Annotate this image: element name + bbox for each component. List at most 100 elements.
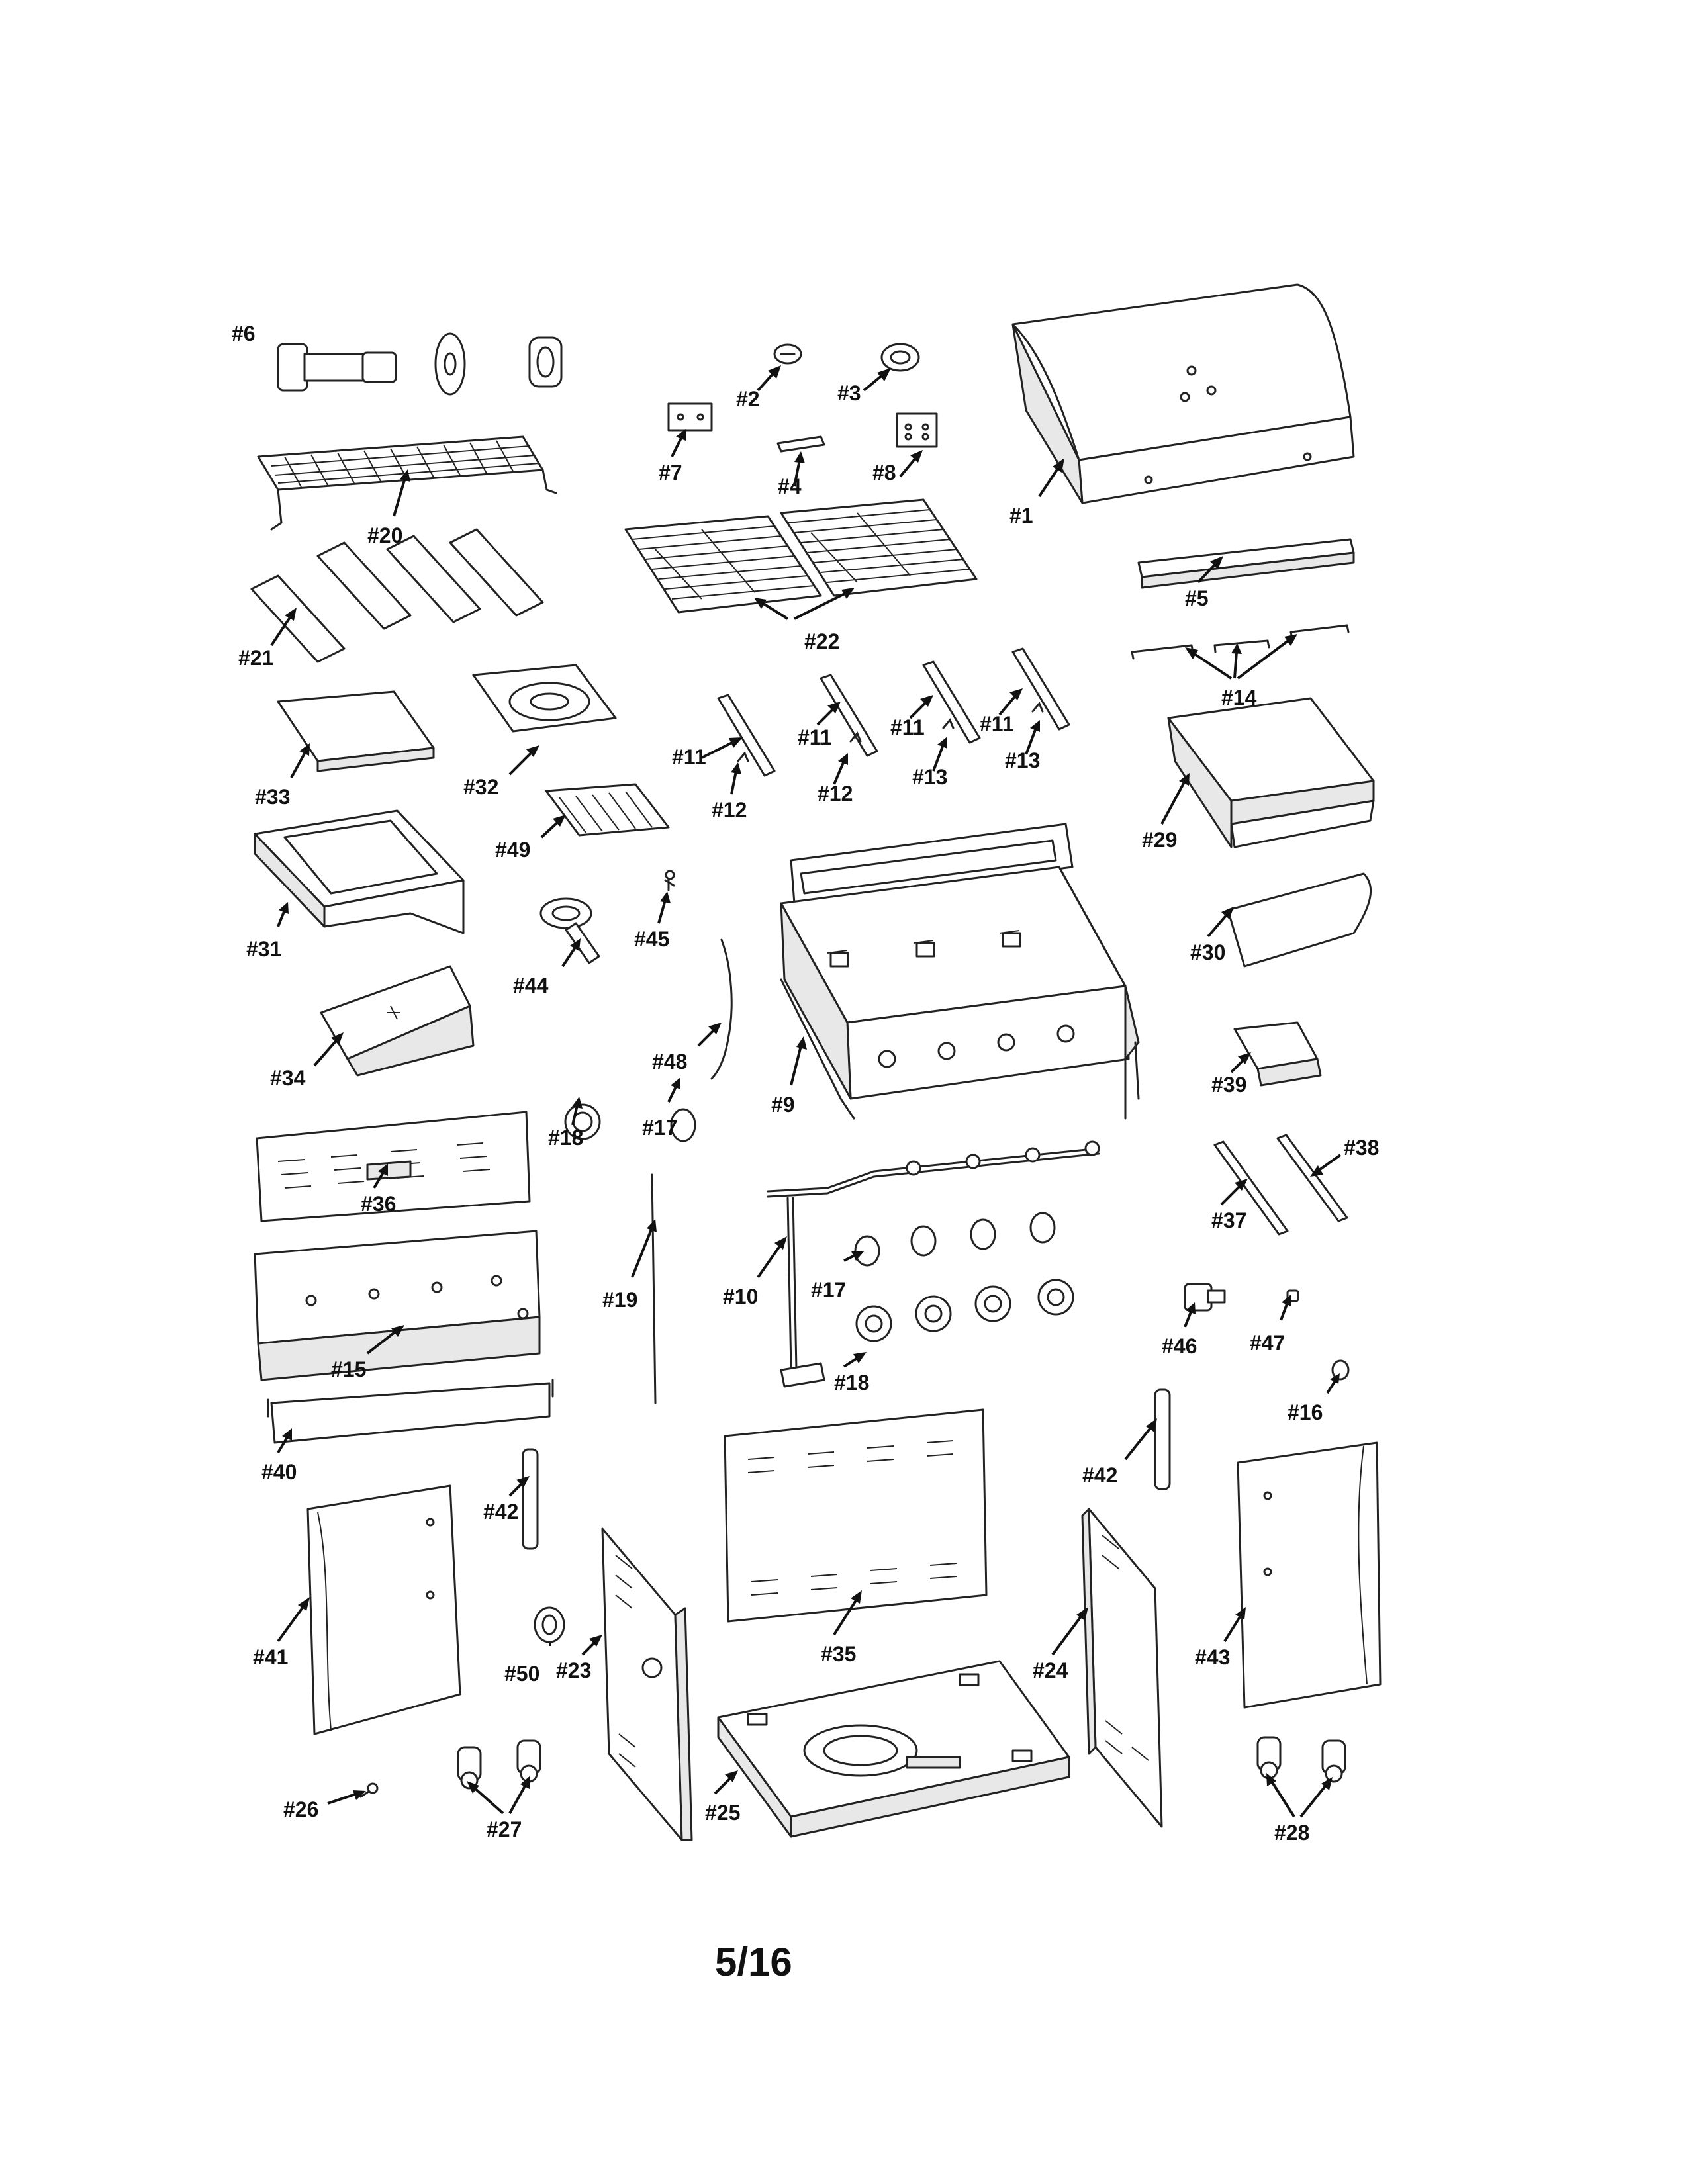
part-48-ignitor-wire (710, 938, 733, 1080)
callout-1: #1 (1009, 504, 1033, 527)
part-1-lid (1011, 283, 1355, 504)
callout-33: #33 (255, 785, 290, 809)
part-33-side-cover (277, 690, 435, 772)
part-35-back-panel (724, 1408, 988, 1623)
callout-labels: #1 #2 #3 #4 #5 #6 #7 #8 #9 #10 #11 #11 #… (232, 322, 1379, 1844)
part-23-left-side-panel (601, 1527, 693, 1841)
part-22-cooking-grates (624, 498, 978, 614)
part-39-drip-tray (1233, 1021, 1322, 1087)
part-36-front-panel (256, 1111, 531, 1222)
callout-32: #32 (463, 775, 498, 799)
callout-28: #28 (1274, 1821, 1309, 1844)
callout-36: #36 (361, 1192, 396, 1216)
part-43-right-door (1237, 1441, 1382, 1709)
callout-38: #38 (1344, 1136, 1379, 1160)
part-3-temperature-gauge (880, 343, 920, 372)
callout-43: #43 (1195, 1645, 1230, 1669)
callout-42b: #42 (1082, 1463, 1117, 1487)
part-7-bracket (667, 402, 713, 432)
part-44-side-burner (539, 897, 600, 964)
callout-26: #26 (283, 1797, 318, 1821)
callout-19: #19 (602, 1288, 637, 1312)
part-10-gas-manifold (767, 1140, 1100, 1388)
part-20-warming-rack (257, 435, 557, 531)
callout-11a: #11 (672, 745, 706, 769)
page-number: 5/16 (715, 1940, 792, 1984)
part-32-side-burner-bowl (472, 664, 617, 733)
callout-47: #47 (1250, 1331, 1285, 1355)
callout-20: #20 (367, 523, 402, 547)
part-17-bezels (854, 1212, 1056, 1267)
callout-42a: #42 (483, 1500, 518, 1524)
part-42-door-handle-right (1154, 1388, 1171, 1490)
callout-3: #3 (837, 381, 861, 405)
callout-30: #30 (1190, 940, 1225, 964)
part-41-left-door (306, 1484, 461, 1735)
part-8-plate (896, 412, 938, 448)
part-37-38-rails (1213, 1134, 1348, 1236)
part-6-shaft-assembly (277, 332, 563, 396)
callout-37: #37 (1211, 1208, 1246, 1232)
part-15-control-panel (254, 1230, 541, 1381)
part-16-cap-nut (1331, 1359, 1350, 1381)
part-28-casters (1256, 1736, 1346, 1783)
part-18-knobs (855, 1279, 1074, 1342)
callout-23: #23 (556, 1659, 591, 1682)
part-24-right-side-panel (1081, 1508, 1163, 1828)
part-42-door-handle (522, 1448, 539, 1550)
part-34-side-shield (320, 965, 475, 1077)
callout-49: #49 (495, 838, 530, 862)
callout-27: #27 (487, 1817, 522, 1841)
callout-44: #44 (513, 974, 549, 997)
part-5-deflector-bar (1137, 538, 1355, 589)
callout-14: #14 (1221, 686, 1257, 709)
callout-4: #4 (778, 475, 802, 498)
part-21-heat-tents (250, 528, 544, 663)
callout-5: #5 (1185, 586, 1209, 610)
part-46-regulator (1184, 1283, 1226, 1312)
part-30-side-heat-shield (1227, 872, 1372, 968)
callout-6: #6 (232, 322, 256, 345)
callout-29: #29 (1142, 828, 1177, 852)
part-29-right-side-shelf (1167, 697, 1375, 848)
callout-7: #7 (659, 461, 682, 484)
part-25-bottom-shelf (717, 1660, 1070, 1838)
callout-46: #46 (1162, 1334, 1197, 1358)
part-9-firebox (780, 823, 1140, 1120)
callout-12a: #12 (712, 798, 747, 822)
callout-11b: #11 (798, 725, 832, 749)
part-17-bezel (670, 1108, 696, 1142)
part-45-electrode (664, 870, 675, 891)
leader-arrows (270, 365, 1342, 1818)
callout-12b: #12 (818, 782, 853, 805)
callout-25: #25 (705, 1801, 740, 1825)
callout-9: #9 (771, 1093, 795, 1116)
callout-31: #31 (246, 937, 281, 961)
callout-22: #22 (804, 629, 839, 653)
part-26-screw (359, 1782, 379, 1798)
callout-39: #39 (1211, 1073, 1246, 1097)
part-2-cap (773, 343, 802, 365)
callout-11d: #11 (980, 712, 1014, 736)
callout-45: #45 (634, 927, 669, 951)
callout-17b: #17 (811, 1278, 846, 1302)
callout-34: #34 (270, 1066, 306, 1090)
callout-21: #21 (238, 646, 273, 670)
part-31-side-shelf-frame (254, 809, 465, 934)
part-14-burner-hangers (1131, 624, 1350, 660)
part-50-grommet (534, 1606, 565, 1643)
part-27-casters (457, 1739, 541, 1790)
part-11-burner-tubes (717, 647, 1070, 777)
callout-50: #50 (504, 1662, 539, 1686)
callout-15: #15 (331, 1357, 366, 1381)
callout-48: #48 (652, 1050, 687, 1073)
part-19-rod (651, 1173, 657, 1404)
part-12-13-ignitors (737, 702, 1044, 762)
callout-18a: #18 (548, 1126, 583, 1150)
callout-17a: #17 (642, 1116, 677, 1140)
callout-10: #10 (723, 1285, 758, 1308)
callout-13a: #13 (912, 765, 947, 789)
callout-8: #8 (872, 461, 896, 484)
callout-11c: #11 (890, 715, 925, 739)
